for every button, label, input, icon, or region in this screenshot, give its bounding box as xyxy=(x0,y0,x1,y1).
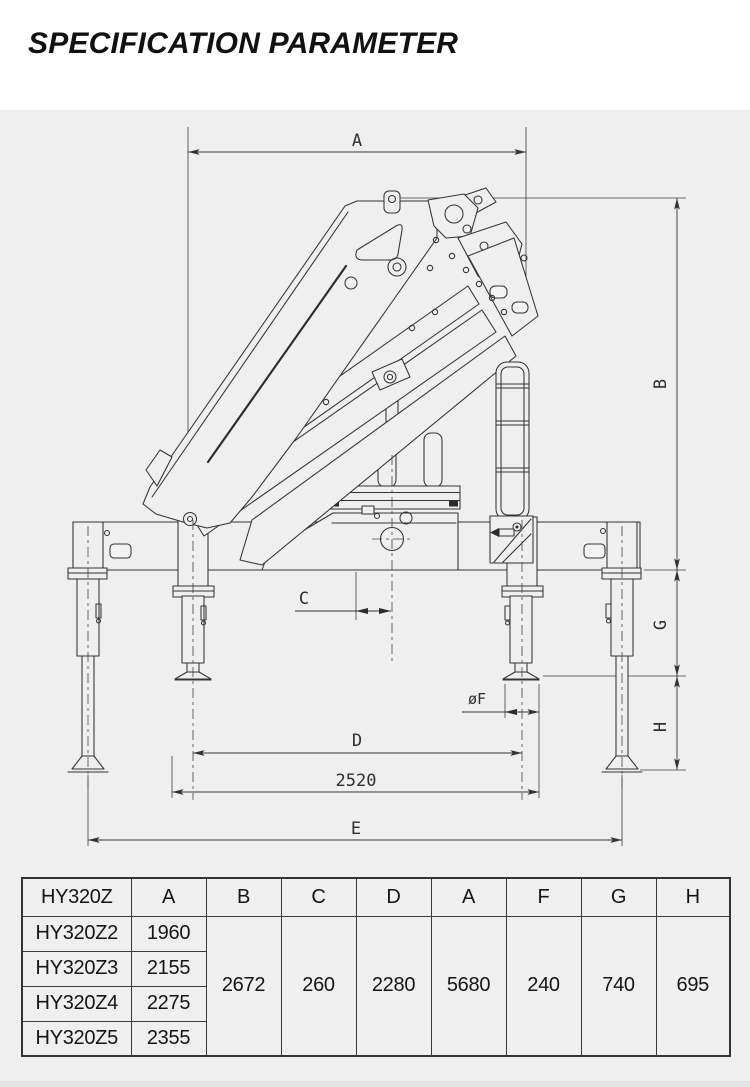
spec-table: HY320Z A B C D A F G H HY320Z2 1960 2672… xyxy=(21,877,731,1057)
latch-pin xyxy=(490,528,499,537)
model-cell: HY320Z3 xyxy=(21,950,132,987)
stabilizer-pad-right xyxy=(502,671,540,680)
dimension-c: C xyxy=(295,589,391,614)
table-header-h: H xyxy=(655,877,731,917)
beam-slot-right xyxy=(583,543,606,559)
crane-diagram: A B G H C D 2520 E øF xyxy=(67,127,686,846)
shared-cell-h: 695 xyxy=(655,915,731,1057)
model-cell: HY320Z5 xyxy=(21,1020,132,1057)
centerlines xyxy=(87,455,623,800)
shared-cell-b: 2672 xyxy=(205,915,282,1057)
table-header-a2: A xyxy=(430,877,507,917)
dim-label-g: G xyxy=(651,620,671,630)
value-cell-a: 2275 xyxy=(130,985,207,1022)
shared-cell-c: 260 xyxy=(280,915,357,1057)
shared-cell-d: 2280 xyxy=(355,915,432,1057)
dim-label-b: B xyxy=(651,379,671,389)
table-row: HY320Z3 2155 xyxy=(21,950,730,987)
dimension-e: E xyxy=(88,819,622,843)
table-header-row: HY320Z A B C D A F G H xyxy=(21,877,731,917)
dimension-f: øF xyxy=(462,690,539,715)
handle-bracket xyxy=(489,515,534,564)
boom-tip xyxy=(145,449,173,487)
table-row: HY320Z2 1960 2672 260 2280 5680 240 740 … xyxy=(21,915,731,1057)
table-header-b: B xyxy=(205,877,282,917)
model-cell: HY320Z4 xyxy=(21,985,132,1022)
dimension-h: H xyxy=(651,676,680,770)
outrigger-leg-right-outer xyxy=(601,521,643,773)
value-cell-a: 2355 xyxy=(130,1020,207,1057)
dim-label-2520: 2520 xyxy=(336,771,377,791)
table-header-d: D xyxy=(355,877,432,917)
table-header-model: HY320Z xyxy=(21,877,132,917)
next-section-edge xyxy=(0,1081,750,1087)
dimension-2520: 2520 xyxy=(172,771,539,795)
dim-label-e: E xyxy=(351,819,361,839)
knuckle-assembly xyxy=(426,187,539,337)
page-title: SPECIFICATION PARAMETER xyxy=(28,27,459,60)
handle-post xyxy=(489,361,534,564)
dimension-a: A xyxy=(188,131,526,155)
table-row: HY320Z5 2355 xyxy=(21,1020,730,1057)
dim-label-a: A xyxy=(352,131,362,151)
dim-label-h: H xyxy=(651,722,671,732)
dim-label-c: C xyxy=(299,589,309,609)
table-header-f: F xyxy=(505,877,582,917)
model-cell: HY320Z2 xyxy=(21,915,132,952)
value-cell-a: 1960 xyxy=(130,915,207,952)
table-header-g: G xyxy=(580,877,657,917)
shared-cell-f: 240 xyxy=(505,915,582,1057)
table-header-c: C xyxy=(280,877,357,917)
shared-cell-a: 5680 xyxy=(430,915,507,1057)
beam-slot-left xyxy=(109,543,132,559)
dimension-b: B xyxy=(651,198,680,570)
table-header-a: A xyxy=(130,877,207,917)
main-boom xyxy=(142,190,438,529)
dim-label-f: øF xyxy=(468,690,486,708)
dimension-d: D xyxy=(193,731,522,756)
outrigger-leg-left-inner xyxy=(172,516,215,681)
dim-label-d: D xyxy=(352,731,362,751)
dimension-g: G xyxy=(651,570,680,676)
shared-cell-g: 740 xyxy=(580,915,657,1057)
column-bar xyxy=(423,432,443,488)
value-cell-a: 2155 xyxy=(130,950,207,987)
